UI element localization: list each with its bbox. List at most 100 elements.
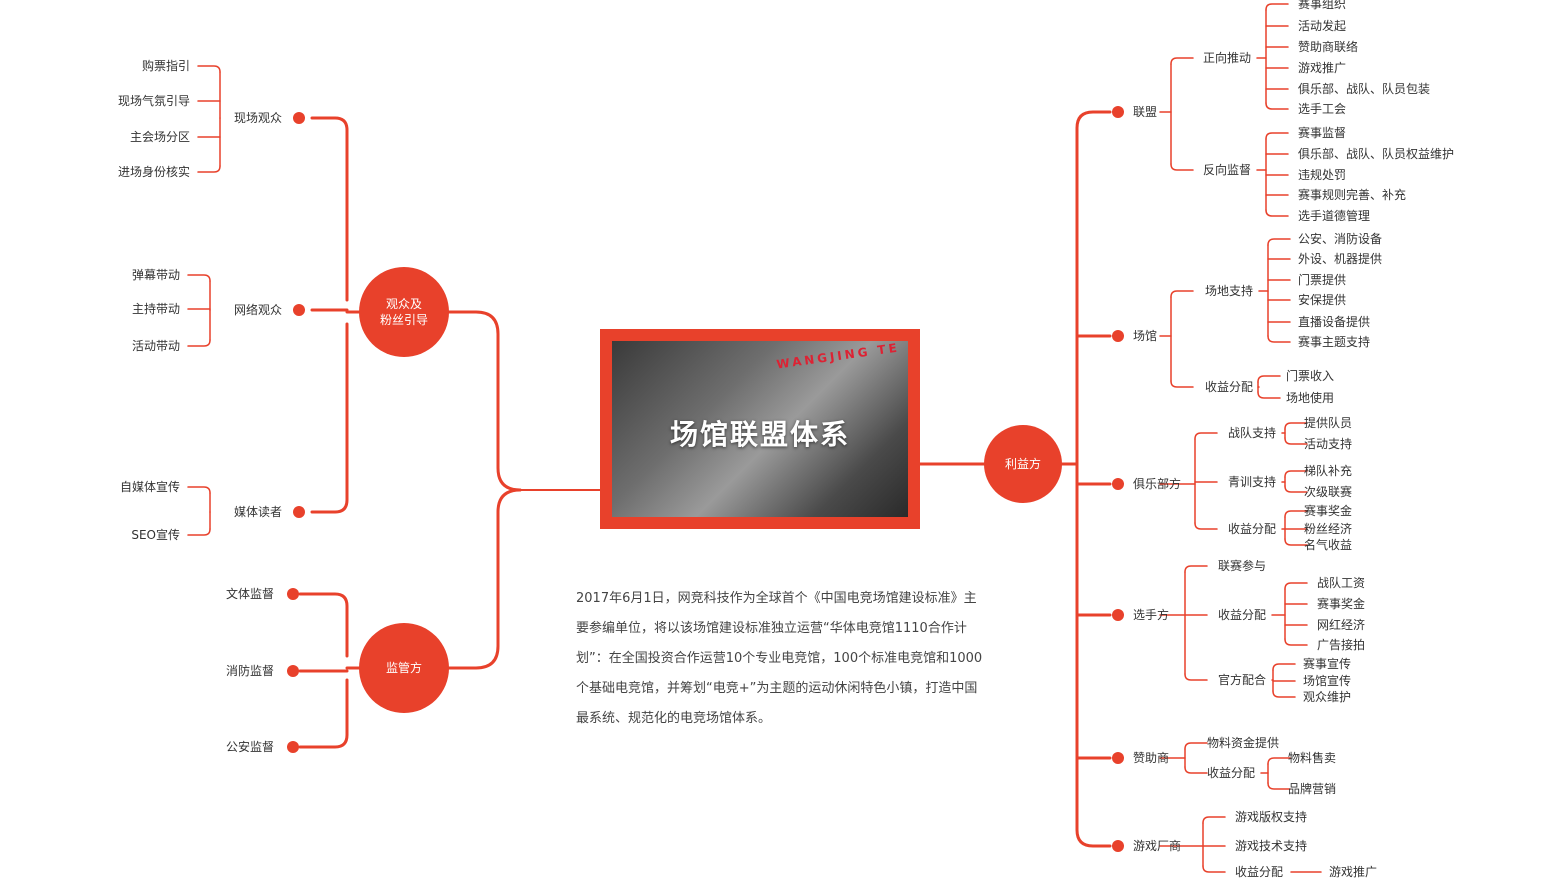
stakeholder-item-label: 物料售卖	[1288, 751, 1337, 765]
branch-dot	[1112, 609, 1124, 621]
branch-dot	[293, 112, 305, 124]
connector-line	[1170, 57, 1194, 65]
connector-line	[1257, 375, 1281, 383]
stakeholder-item-label: 活动发起	[1298, 19, 1347, 33]
connector-line	[1265, 102, 1289, 110]
audience-item-label: 现场气氛引导	[117, 94, 190, 108]
stakeholder-branch-label: 联盟	[1133, 105, 1158, 119]
connector-line	[310, 116, 349, 302]
audience-group-label: 媒体读者	[233, 505, 282, 519]
connector-line	[1284, 638, 1308, 646]
connector-line	[310, 322, 349, 514]
connector-line	[1284, 470, 1308, 478]
branch-dot	[1112, 330, 1124, 342]
regulator-item-label: 消防监督	[225, 664, 274, 678]
stakeholder-item-label: 游戏推广	[1329, 865, 1378, 879]
branch-dot	[287, 665, 299, 677]
stakeholder-item-label: 提供队员	[1304, 416, 1353, 430]
audience-item-label: 自媒体宣传	[119, 480, 180, 494]
stakeholder-item-label: 赛事监督	[1298, 126, 1347, 140]
stakeholder-item-label: 直播设备提供	[1298, 315, 1371, 329]
center-node: WANGJING TE 场馆联盟体系	[600, 329, 920, 529]
connector-line	[1075, 462, 1112, 848]
stakeholder-item-label: 观众维护	[1303, 690, 1352, 704]
audience-item-label: SEO宣传	[131, 528, 180, 542]
stakeholder-item-label: 外设、机器提供	[1298, 252, 1383, 266]
connector-line	[1184, 673, 1208, 681]
connector-line	[1267, 757, 1291, 765]
stakeholder-item-label: 赞助商联络	[1298, 40, 1359, 54]
stakeholder-group-label: 游戏技术支持	[1235, 839, 1308, 853]
stakeholder-group-label: 收益分配	[1228, 522, 1277, 536]
branch-dot	[1112, 478, 1124, 490]
connector-line	[197, 165, 221, 173]
stakeholder-item-label: 俱乐部、战队、队员权益维护	[1298, 147, 1455, 161]
stakeholder-group-label: 收益分配	[1207, 766, 1256, 780]
stakeholder-item-label: 场馆宣传	[1303, 674, 1352, 688]
stakeholder-item-label: 安保提供	[1298, 293, 1347, 307]
stakeholder-item-label: 品牌营销	[1288, 782, 1337, 796]
connector-line	[1272, 690, 1296, 698]
branch-dot	[1112, 106, 1124, 118]
stakeholder-branch-label: 选手方	[1133, 608, 1170, 622]
connector-line	[1284, 437, 1308, 445]
connector-line	[298, 592, 349, 658]
audience-item-label: 购票指引	[141, 59, 190, 73]
stakeholder-group-label: 反向监督	[1203, 163, 1252, 177]
audience-group-label: 网络观众	[233, 303, 282, 317]
stakeholder-branch-label: 游戏厂商	[1133, 839, 1182, 853]
connector-line	[1194, 522, 1218, 530]
stakeholder-item-label: 次级联赛	[1304, 485, 1353, 499]
stakeholder-item-label: 赛事规则完善、补充	[1298, 188, 1407, 202]
connector-line	[187, 339, 211, 347]
connector-line	[1267, 782, 1291, 790]
connector-line	[1184, 766, 1208, 774]
stakeholder-group-label: 收益分配	[1218, 608, 1267, 622]
stakeholder-branch-label: 俱乐部方	[1133, 477, 1182, 491]
connector-line	[298, 678, 349, 749]
stakeholder-group-label: 官方配合	[1218, 673, 1267, 687]
connector-line	[1202, 865, 1226, 873]
connector-line	[1267, 335, 1291, 343]
stakeholder-item-label: 赛事主题支持	[1298, 335, 1371, 349]
connector-line	[1284, 538, 1308, 546]
connector-line	[1272, 663, 1296, 671]
connector-line	[1284, 582, 1308, 590]
branch-dot	[287, 741, 299, 753]
stakeholder-item-label: 违规处罚	[1298, 168, 1347, 182]
stakeholder-node: 利益方	[984, 425, 1062, 503]
stakeholder-group-label: 联赛参与	[1218, 559, 1267, 573]
connector-line	[1202, 816, 1226, 824]
stakeholder-item-label: 战队工资	[1317, 576, 1366, 590]
stakeholder-item-label: 赛事组织	[1298, 0, 1347, 11]
stakeholder-group-label: 场地支持	[1205, 284, 1254, 298]
audience-item-label: 主会场分区	[129, 130, 190, 144]
description-text: 2017年6月1日，网竞科技作为全球首个《中国电竞场馆建设标准》主要参编单位，将…	[576, 591, 983, 726]
stakeholder-item-label: 活动支持	[1304, 437, 1353, 451]
connector-line	[187, 528, 211, 536]
connector-line	[1184, 742, 1208, 750]
connector-line	[1194, 432, 1218, 440]
stakeholder-item-label: 网红经济	[1317, 618, 1366, 632]
audience-guide-node: 观众及 粉丝引导	[359, 267, 449, 357]
branch-dot	[1112, 840, 1124, 852]
branch-dot	[293, 506, 305, 518]
connector-line	[1170, 380, 1194, 388]
stakeholder-item-label: 广告接拍	[1317, 638, 1366, 652]
connector-line	[1267, 238, 1291, 246]
connector-line	[1265, 209, 1289, 217]
branch-dot	[287, 588, 299, 600]
connector-line	[1284, 510, 1308, 518]
regulator-item-label: 公安监督	[225, 740, 274, 754]
stakeholder-group-label: 收益分配	[1235, 865, 1284, 879]
stakeholder-group-label: 青训支持	[1228, 475, 1277, 489]
regulator-node: 监管方	[359, 623, 449, 713]
audience-group-label: 现场观众	[233, 111, 282, 125]
stakeholder-group-label: 游戏版权支持	[1235, 810, 1308, 824]
connector-line	[197, 65, 221, 73]
stakeholder-branch-label: 场馆	[1133, 329, 1158, 343]
connector-line	[1075, 110, 1112, 466]
connector-line	[446, 310, 522, 492]
